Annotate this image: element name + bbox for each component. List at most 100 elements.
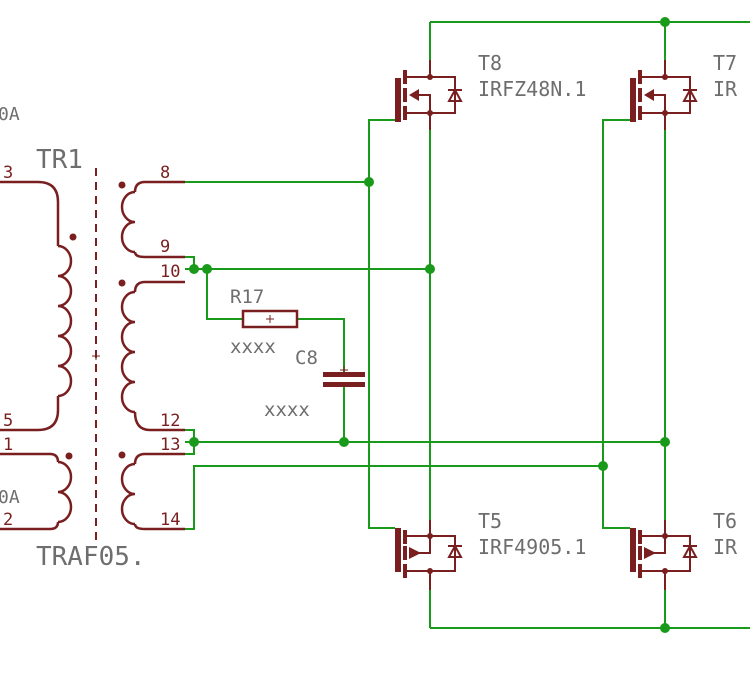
t6-node	[662, 533, 668, 539]
tr1-sec2-coil	[120, 290, 136, 414]
t6-source-lead	[642, 520, 666, 537]
t5-node	[427, 568, 433, 574]
tr1-aux-coil	[57, 460, 73, 524]
labels: 0A TR1 0A TRAF05. R17 xxxx C8 xxxx T8 IR…	[0, 51, 738, 572]
t7-channel-bot	[638, 106, 642, 120]
junction-dot	[189, 437, 199, 447]
label-traf05: TRAF05.	[36, 542, 146, 572]
junction-dot	[189, 264, 199, 274]
label-r17: R17	[230, 286, 264, 308]
t5-channel-mid	[403, 546, 407, 560]
t6-diode	[682, 543, 698, 558]
t7-arrow	[644, 89, 654, 101]
pin-8: 8	[160, 163, 170, 183]
tr1-primary-lead-bottom	[0, 396, 60, 432]
t6-arrow	[644, 547, 656, 559]
label-primary-top-rating: 0A	[0, 104, 20, 125]
t6-node	[662, 568, 668, 574]
t6-channel-mid	[638, 546, 642, 560]
junction-dot	[660, 623, 670, 633]
junction-dot	[598, 461, 608, 471]
tr1-sec1-lead-top	[133, 180, 185, 193]
pin-1: 1	[3, 435, 13, 455]
label-r17-value: xxxx	[230, 336, 276, 358]
t8-channel-mid	[403, 88, 407, 102]
junction-dot	[660, 437, 670, 447]
pin-3: 3	[3, 163, 13, 183]
polarity-dot	[69, 233, 77, 241]
polarity-dot	[65, 452, 73, 460]
label-t8: T8	[478, 51, 502, 75]
tr1-aux-lead-top	[0, 452, 60, 463]
t7-body-lead	[654, 94, 666, 113]
wire-r17-right	[297, 318, 345, 372]
c8-origin-cross	[340, 366, 348, 374]
tr1-sec2-lead-top	[133, 280, 185, 293]
tr1-sec2-lead-bottom	[133, 411, 185, 432]
label-t5: T5	[478, 509, 502, 533]
mosfet-t7	[630, 60, 698, 130]
wire-t8-gate	[368, 119, 395, 529]
t8-body-lead	[419, 94, 431, 113]
t5-source-lead	[407, 520, 431, 537]
polarity-dot	[118, 181, 126, 189]
polarity-dot	[118, 279, 126, 287]
t7-source-lead	[642, 112, 666, 130]
pin-9: 9	[160, 237, 170, 257]
t5-channel-top	[403, 530, 407, 544]
label-t7: T7	[713, 51, 737, 75]
t6-drain-lead	[642, 570, 666, 590]
junctions	[189, 17, 670, 633]
junction-dot	[364, 177, 374, 187]
label-tr1: TR1	[36, 145, 83, 175]
t6-body-lead	[654, 536, 666, 554]
t8-node	[427, 110, 433, 116]
label-t8-part: IRFZ48N.1	[478, 77, 586, 101]
t8-gate-bar	[395, 78, 401, 122]
pin-5: 5	[3, 411, 13, 431]
pin-numbers: 3 5 1 2 8 9 10 12 13 14	[3, 163, 180, 530]
label-t7-part: IR	[713, 77, 738, 101]
t6-channel-top	[638, 530, 642, 544]
label-t6-part: IR	[713, 535, 738, 559]
pin-12: 12	[160, 411, 180, 431]
t6-channel-bot	[638, 564, 642, 578]
wire-pin14	[185, 465, 603, 530]
resistor-r17	[241, 309, 299, 329]
wire-t7-gate	[602, 119, 630, 529]
pin-13: 13	[160, 435, 180, 455]
junction-dot	[339, 437, 349, 447]
t8-channel-bot	[403, 106, 407, 120]
junction-dot	[202, 264, 212, 274]
pin-14: 14	[160, 510, 180, 530]
label-t6: T6	[713, 509, 737, 533]
tr1-sec3-lead-top	[133, 452, 185, 465]
t5-node	[427, 533, 433, 539]
t5-gate-bar	[395, 528, 401, 572]
t6-gate-bar	[630, 528, 636, 572]
wire-r17-left	[206, 269, 243, 320]
t7-drain-lead	[642, 60, 666, 78]
mosfet-t8	[395, 60, 463, 130]
t7-channel-top	[638, 70, 642, 84]
t8-diode-frame	[430, 76, 456, 114]
t7-diode	[682, 87, 698, 102]
tr1-primary-coil	[57, 244, 73, 398]
t8-drain-lead	[407, 60, 431, 78]
tr1-sec1-coil	[120, 190, 136, 254]
t6-diode-frame	[665, 535, 691, 572]
t5-arrow	[409, 547, 421, 559]
t7-node	[662, 110, 668, 116]
tr1-polarity-dots	[65, 181, 126, 460]
c8-plate-top	[323, 372, 365, 377]
t5-body-lead	[419, 536, 431, 554]
t8-channel-top	[403, 70, 407, 84]
t7-node	[662, 74, 668, 80]
t5-diode	[447, 543, 463, 558]
label-primary-bottom-rating: 0A	[0, 487, 20, 508]
label-c8-value: xxxx	[264, 399, 310, 421]
capacitor-c8	[323, 366, 365, 387]
polarity-dot	[118, 451, 126, 459]
tr1-sec3-coil	[120, 462, 136, 526]
